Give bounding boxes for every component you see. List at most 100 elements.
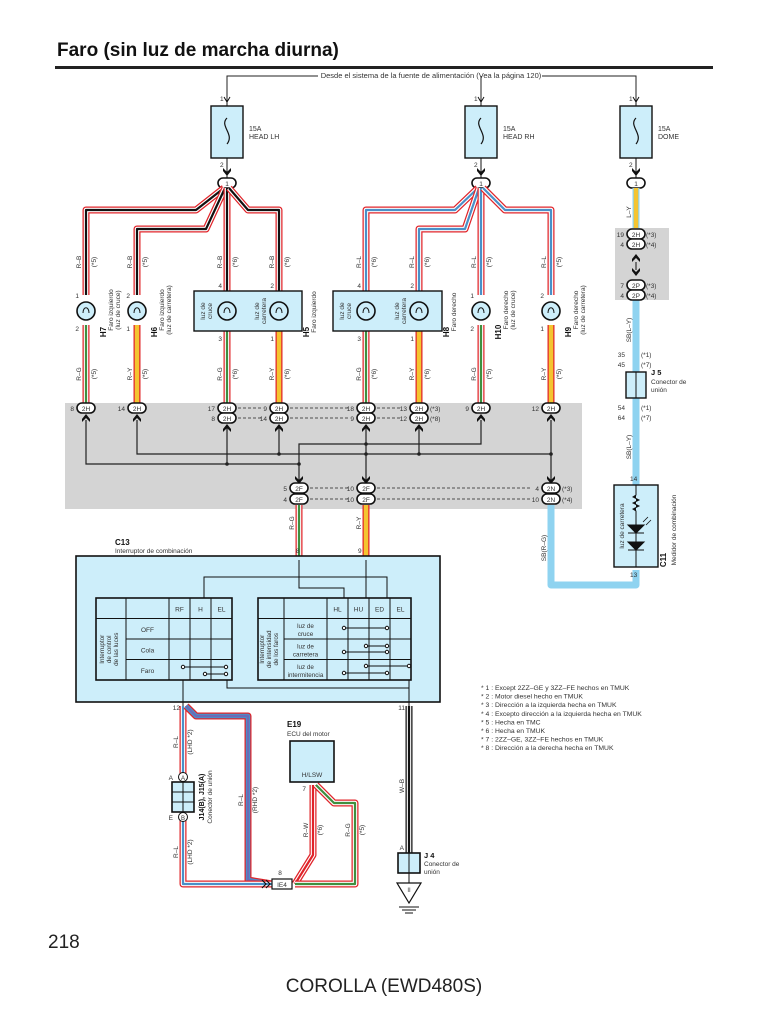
lamp-pin: 4 <box>357 283 361 290</box>
wire-note: (*5) <box>91 369 98 379</box>
fuse-arrow-icon <box>223 96 231 103</box>
wire-color-label: R–B <box>217 256 224 269</box>
connector-label: 2H <box>133 406 142 413</box>
connector-2p: 2P <box>626 279 646 291</box>
connector-pin: 12 <box>532 406 540 413</box>
switch-column-header: RF <box>175 606 184 613</box>
connector-2h: 2H <box>217 412 237 424</box>
lamp-code: H6 <box>150 326 159 337</box>
wire-note: (LHD *2) <box>187 729 194 754</box>
lamp-pin-top: 2 <box>126 293 130 300</box>
connector-2h: 2H <box>356 412 376 424</box>
connector-label: 2H <box>477 406 486 413</box>
page-title: Faro (sin luz de marcha diurna) <box>57 40 339 61</box>
indicator-led-icon <box>626 485 646 567</box>
filament-icon <box>275 307 283 314</box>
wire-color-label: R–L <box>238 794 245 806</box>
page-number: 218 <box>48 932 80 953</box>
switch-row-label: Faro <box>141 668 155 675</box>
wire-color-label: R–Y <box>409 367 416 380</box>
footnote: * 3 : Dirección a la izquierda hecha en … <box>481 702 617 709</box>
jconn-code: J14(B), J15(A) <box>199 774 206 821</box>
lamp-code: H8 <box>442 326 451 337</box>
wire-h9-rl <box>480 185 555 295</box>
lamp-desc: Faro derecho <box>573 290 580 329</box>
arrow-up-icon <box>477 414 485 422</box>
connector-pin: 9 <box>350 416 354 423</box>
j4-desc: Conector de <box>424 861 460 868</box>
lamp-pin: 3 <box>357 336 361 343</box>
switch-column-header: HL <box>333 606 342 613</box>
switch-column-header: ED <box>375 606 384 613</box>
j5-pin: 35 <box>618 352 626 359</box>
fuse-body <box>619 105 653 159</box>
meter-desc: Medidor de combinación <box>671 494 678 565</box>
bulb-icon <box>541 301 561 321</box>
wire-color-label: R–Y <box>127 367 134 380</box>
power-source-note: Desde el sistema de la fuente de aliment… <box>321 71 542 80</box>
connector-note: (*8) <box>430 416 440 423</box>
fuse-pin-in: 1 <box>220 96 224 103</box>
switch-contact-icon <box>341 670 347 676</box>
ground-icon <box>399 906 419 914</box>
wire-note: (RHD *2) <box>252 787 259 813</box>
lamp-desc: (luz de carretera) <box>166 285 173 335</box>
wire-h8-low-rl <box>362 185 481 300</box>
wire-note: (*5) <box>91 257 98 267</box>
light-emission-icon <box>642 516 652 526</box>
wire-note: (*5) <box>556 369 563 379</box>
switch-contact-icon <box>384 625 390 631</box>
connector-label: 2P <box>632 293 640 300</box>
wire-note: (*6) <box>424 257 431 267</box>
ecu-terminal: H/LSW <box>302 772 323 779</box>
ie4-chevron-icon <box>261 879 271 889</box>
connector-2h: 2H <box>626 228 646 240</box>
j4-code: J 4 <box>424 851 435 860</box>
wire-note: (*6) <box>284 257 291 267</box>
filament-icon <box>362 307 370 314</box>
connector-lower: 2N <box>541 482 561 494</box>
fuse-body <box>464 105 498 159</box>
j4-pin: A <box>400 845 405 852</box>
filament-icon <box>547 307 555 314</box>
junction-dot <box>277 452 281 456</box>
connector-pin: 14 <box>260 416 268 423</box>
meter-pin-bottom: 13 <box>630 572 638 579</box>
connector-label: 2H <box>223 416 232 423</box>
connector-2h: 2H <box>471 402 491 414</box>
switch-group-label: Interruptor <box>99 635 106 664</box>
j5-note: (*7) <box>641 362 651 369</box>
arrow-up-icon <box>275 424 283 432</box>
connector-label: 2H <box>275 406 284 413</box>
lamp-desc: (luz de cruce) <box>510 290 517 329</box>
wire-note: (*6) <box>232 369 239 379</box>
wire-color-label: R–B <box>269 256 276 269</box>
j5-code: J 5 <box>651 368 661 377</box>
bulb-icon <box>471 301 491 321</box>
lamp-pin: 2 <box>270 283 274 290</box>
lamp-code: H9 <box>564 326 573 337</box>
lamp-pin-top: 2 <box>540 293 544 300</box>
bulb-icon <box>217 301 237 321</box>
switch-contact-icon <box>363 663 369 669</box>
connector-note: (*3) <box>430 406 440 413</box>
ecu-desc: ECU del motor <box>287 731 330 738</box>
combo-pin-out: 12 <box>173 705 181 712</box>
connector-note: (*3) <box>562 486 572 493</box>
connector-label: 1 <box>225 181 229 188</box>
ie4-label: IE4 <box>277 882 287 889</box>
junction-dot <box>364 442 368 446</box>
filament-icon <box>133 307 141 314</box>
fuse-output-connector: 1 <box>626 177 646 189</box>
lamp-pin: 4 <box>218 283 222 290</box>
combo-internal-line <box>203 576 388 598</box>
fuse-pin-out: 2 <box>474 162 478 169</box>
fuse-element-icon <box>224 117 230 145</box>
connector-pin: 14 <box>118 406 126 413</box>
filament-icon <box>477 307 485 314</box>
arrow-down-icon <box>477 168 485 176</box>
